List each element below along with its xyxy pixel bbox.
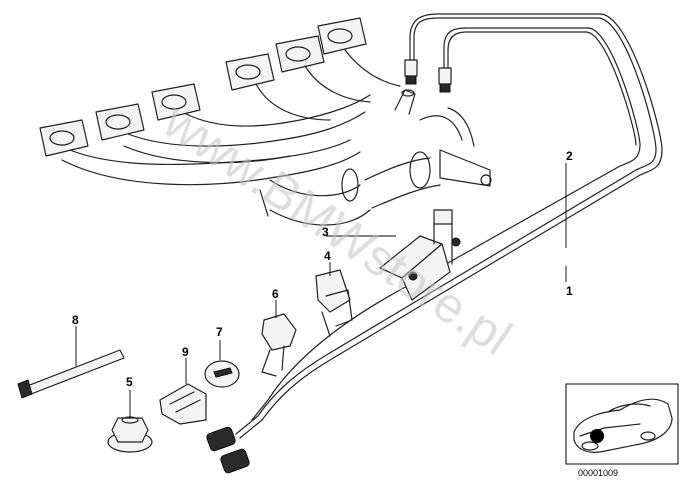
clip-part-4[interactable]	[315, 269, 353, 337]
clamp-part-9[interactable]	[159, 383, 207, 425]
exhaust-manifold[interactable]	[39, 17, 492, 226]
callout-5[interactable]: 5	[126, 375, 133, 389]
car-silhouette-icon	[573, 398, 673, 453]
lambda-probe-2[interactable]	[235, 13, 663, 439]
callout-9[interactable]: 9	[182, 345, 189, 359]
callout-2[interactable]: 2	[566, 149, 573, 163]
callout-labels: 1 2 3 4 5 6 7 8 9	[72, 149, 573, 389]
grommet-part-7[interactable]	[204, 360, 240, 388]
clip-part-6[interactable]	[261, 313, 297, 377]
callout-4[interactable]: 4	[324, 249, 331, 263]
diagram-id: 00001009	[578, 468, 618, 478]
location-marker	[590, 429, 604, 443]
leader-lines	[75, 163, 567, 418]
callout-7[interactable]: 7	[216, 325, 223, 339]
callout-8[interactable]: 8	[72, 313, 79, 327]
watermark-text: www.BMWstore.pl	[153, 92, 521, 366]
lambda-probe-1[interactable]	[206, 27, 641, 474]
location-inset: 00001009	[565, 383, 679, 478]
cable-tie-part-8[interactable]	[17, 349, 125, 399]
callout-1[interactable]: 1	[566, 284, 573, 298]
callout-6[interactable]: 6	[272, 287, 279, 301]
callout-3[interactable]: 3	[322, 225, 329, 239]
nut-part-5[interactable]	[107, 416, 153, 453]
bracket-part-3[interactable]	[379, 209, 461, 301]
